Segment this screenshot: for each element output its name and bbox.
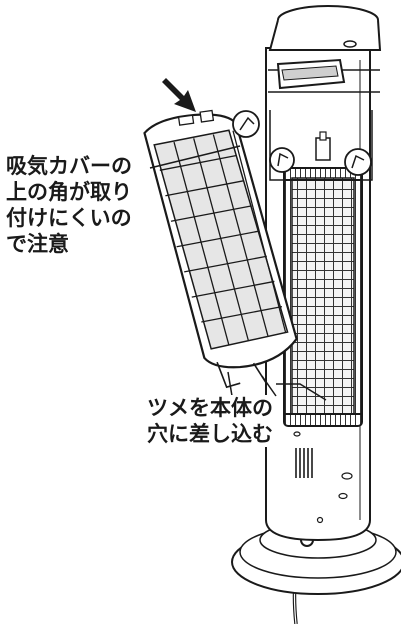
detail-circle-icon <box>232 110 372 176</box>
caution-line-2: 上の角が取り <box>6 180 132 204</box>
push-arrow-icon <box>162 78 196 112</box>
front-grille <box>283 167 363 427</box>
caution-leader-line <box>149 145 241 169</box>
intake-cover <box>143 109 298 389</box>
insert-callout: ツメを本体の 穴に差し込む <box>147 395 273 447</box>
caution-line-1: 吸気カバーの <box>6 154 132 178</box>
caution-callout: 吸気カバーの 上の角が取り 付けにくいの で注意 <box>6 153 132 257</box>
insert-line-2: 穴に差し込む <box>147 422 273 446</box>
caution-line-3: 付けにくいの <box>6 206 132 230</box>
insert-line-1: ツメを本体の <box>147 396 273 420</box>
caution-line-4: で注意 <box>6 232 69 256</box>
lower-vents <box>293 431 353 524</box>
base-stand <box>231 521 401 595</box>
